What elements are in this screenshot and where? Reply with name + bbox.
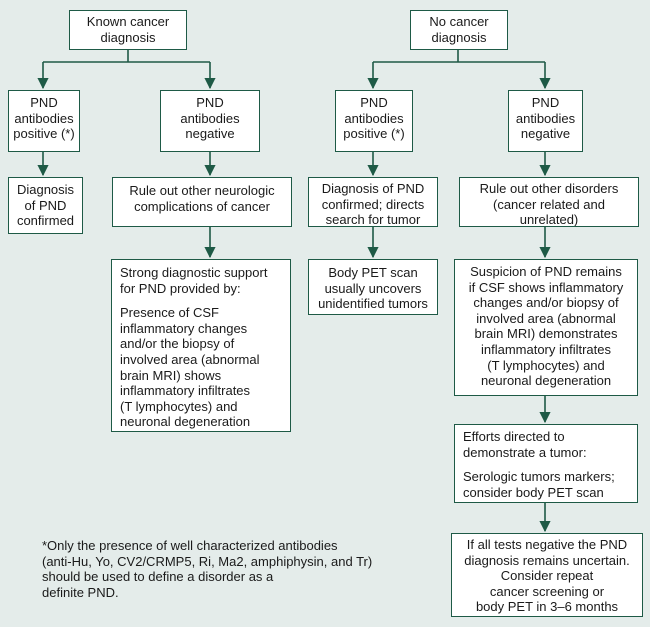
node-known-cancer-label: Known cancer diagnosis (86, 14, 170, 45)
node-right-body-pet-label: Body PET scan usually uncovers unidentif… (318, 265, 428, 312)
node-right-pnd-confirmed: Diagnosis of PND confirmed; directs sear… (308, 177, 438, 227)
node-left-rule-out-label: Rule out other neurologic complications … (129, 183, 275, 214)
node-left-pnd-confirmed: Diagnosis of PND confirmed (8, 177, 83, 234)
node-right-antibodies-negative-label: PND antibodies negative (515, 95, 576, 142)
node-right-efforts-heading: Efforts directed to demonstrate a tumor: (463, 429, 587, 460)
node-left-pnd-confirmed-label: Diagnosis of PND confirmed (16, 182, 75, 229)
node-left-diagnostic-support: Strong diagnostic support for PND provid… (111, 259, 291, 432)
node-right-final-label: If all tests negative the PND diagnosis … (464, 537, 630, 615)
node-right-antibodies-negative: PND antibodies negative (508, 90, 583, 152)
node-left-support-heading: Strong diagnostic support for PND provid… (120, 265, 268, 296)
node-right-pnd-confirmed-label: Diagnosis of PND confirmed; directs sear… (321, 181, 425, 227)
footnote-antibodies: *Only the presence of well characterized… (42, 538, 373, 600)
node-left-antibodies-negative: PND antibodies negative (160, 90, 260, 152)
node-right-suspicion-label: Suspicion of PND remains if CSF shows in… (468, 264, 624, 389)
node-right-rule-out-label: Rule out other disorders (cancer related… (479, 181, 619, 227)
node-left-antibodies-negative-label: PND antibodies negative (180, 95, 240, 142)
node-left-support-body: Presence of CSF inflammatory changes and… (120, 305, 260, 430)
node-right-body-pet: Body PET scan usually uncovers unidentif… (308, 259, 438, 315)
node-left-antibodies-positive: PND antibodies positive (*) (8, 90, 80, 152)
node-no-cancer: No cancer diagnosis (410, 10, 508, 50)
node-right-final-uncertain: If all tests negative the PND diagnosis … (451, 533, 643, 617)
node-right-antibodies-positive: PND antibodies positive (*) (335, 90, 413, 152)
node-right-rule-out: Rule out other disorders (cancer related… (459, 177, 639, 227)
node-left-antibodies-positive-label: PND antibodies positive (*) (13, 95, 75, 142)
node-right-suspicion: Suspicion of PND remains if CSF shows in… (454, 259, 638, 396)
node-right-tumor-efforts: Efforts directed to demonstrate a tumor:… (454, 424, 638, 503)
node-left-rule-out: Rule out other neurologic complications … (112, 177, 292, 227)
node-right-antibodies-positive-label: PND antibodies positive (*) (343, 95, 405, 142)
node-right-efforts-body: Serologic tumors markers; consider body … (463, 469, 615, 500)
node-known-cancer: Known cancer diagnosis (69, 10, 187, 50)
node-no-cancer-label: No cancer diagnosis (429, 14, 489, 45)
